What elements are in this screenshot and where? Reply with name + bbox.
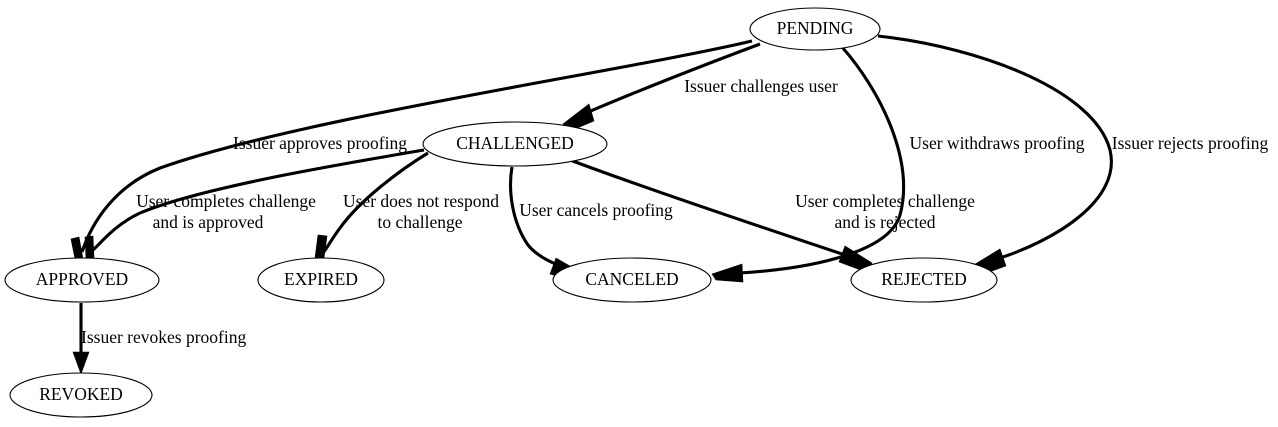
edge-challenged-expired-path [320, 151, 429, 256]
node-approved-label: APPROVED [36, 269, 128, 289]
node-canceled-label: CANCELED [585, 269, 678, 289]
node-revoked-shape [9, 372, 153, 418]
edge-challenged-expired-arrowhead [314, 234, 328, 259]
edge-challenged-canceled-path [509, 166, 559, 267]
edge-label-pending-challenged: Issuer challenges user [684, 76, 838, 96]
edge-label-challenged-approved-line2: and is approved [153, 212, 264, 232]
edge-approved-revoked-arrowhead [72, 351, 90, 375]
node-canceled[interactable]: CANCELED [552, 257, 712, 303]
edge-pending-challenged-path [585, 42, 761, 115]
node-pending-shape [749, 7, 881, 51]
edge-label-challenged-canceled: User cancels proofing [519, 200, 673, 220]
edge-approved-revoked[interactable] [72, 303, 90, 375]
edge-label-approved-revoked: Issuer revokes proofing [81, 327, 246, 347]
node-approved[interactable]: APPROVED [4, 257, 160, 303]
node-expired[interactable]: EXPIRED [257, 257, 385, 303]
edge-pending-canceled-path [739, 45, 906, 275]
edge-pending-canceled[interactable] [711, 45, 906, 283]
edge-pending-approved-arrowhead [70, 236, 84, 260]
node-revoked-label: REVOKED [39, 384, 123, 404]
edge-label-challenged-expired-line2: to challenge [377, 212, 462, 232]
edge-label-pending-canceled: User withdraws proofing [910, 133, 1085, 153]
edge-labels-layer: Issuer approves proofing Issuer challeng… [81, 76, 1268, 347]
node-approved-shape [4, 257, 160, 303]
node-pending[interactable]: PENDING [749, 7, 881, 51]
edge-challenged-rejected-path [569, 158, 846, 257]
edge-label-challenged-expired-line1: User does not respond [343, 191, 499, 211]
nodes-layer: PENDING CHALLENGED APPROVED EXPIRED CANC… [4, 7, 998, 418]
edge-challenged-expired[interactable] [314, 151, 429, 259]
node-challenged-shape [422, 121, 608, 167]
edge-challenged-approved[interactable] [84, 148, 425, 260]
edges-layer [70, 34, 1113, 375]
edge-challenged-approved-arrowhead [84, 235, 95, 260]
node-rejected-label: REJECTED [881, 269, 967, 289]
edge-pending-canceled-arrowhead [711, 263, 744, 283]
node-rejected-shape [850, 257, 998, 303]
edge-pending-approved[interactable] [70, 39, 753, 260]
edge-label-challenged-rejected-line2: and is rejected [834, 212, 935, 232]
edge-pending-rejected[interactable] [877, 34, 1113, 277]
edge-challenged-canceled[interactable] [509, 166, 583, 282]
node-challenged-label: CHALLENGED [456, 133, 574, 153]
node-challenged[interactable]: CHALLENGED [422, 121, 608, 167]
node-revoked[interactable]: REVOKED [9, 372, 153, 418]
node-pending-label: PENDING [777, 18, 854, 38]
edge-pending-rejected-path [877, 34, 1113, 260]
node-expired-label: EXPIRED [284, 269, 358, 289]
edge-challenged-approved-path [89, 148, 425, 254]
edge-label-pending-rejected: Issuer rejects proofing [1112, 133, 1269, 153]
edge-label-pending-approved: Issuer approves proofing [233, 133, 407, 153]
node-canceled-shape [552, 257, 712, 303]
node-expired-shape [257, 257, 385, 303]
edge-label-challenged-rejected-line1: User completes challenge [795, 191, 975, 211]
edge-label-challenged-approved-line1: User completes challenge [136, 191, 316, 211]
edge-pending-approved-path [80, 39, 753, 253]
node-rejected[interactable]: REJECTED [850, 257, 998, 303]
